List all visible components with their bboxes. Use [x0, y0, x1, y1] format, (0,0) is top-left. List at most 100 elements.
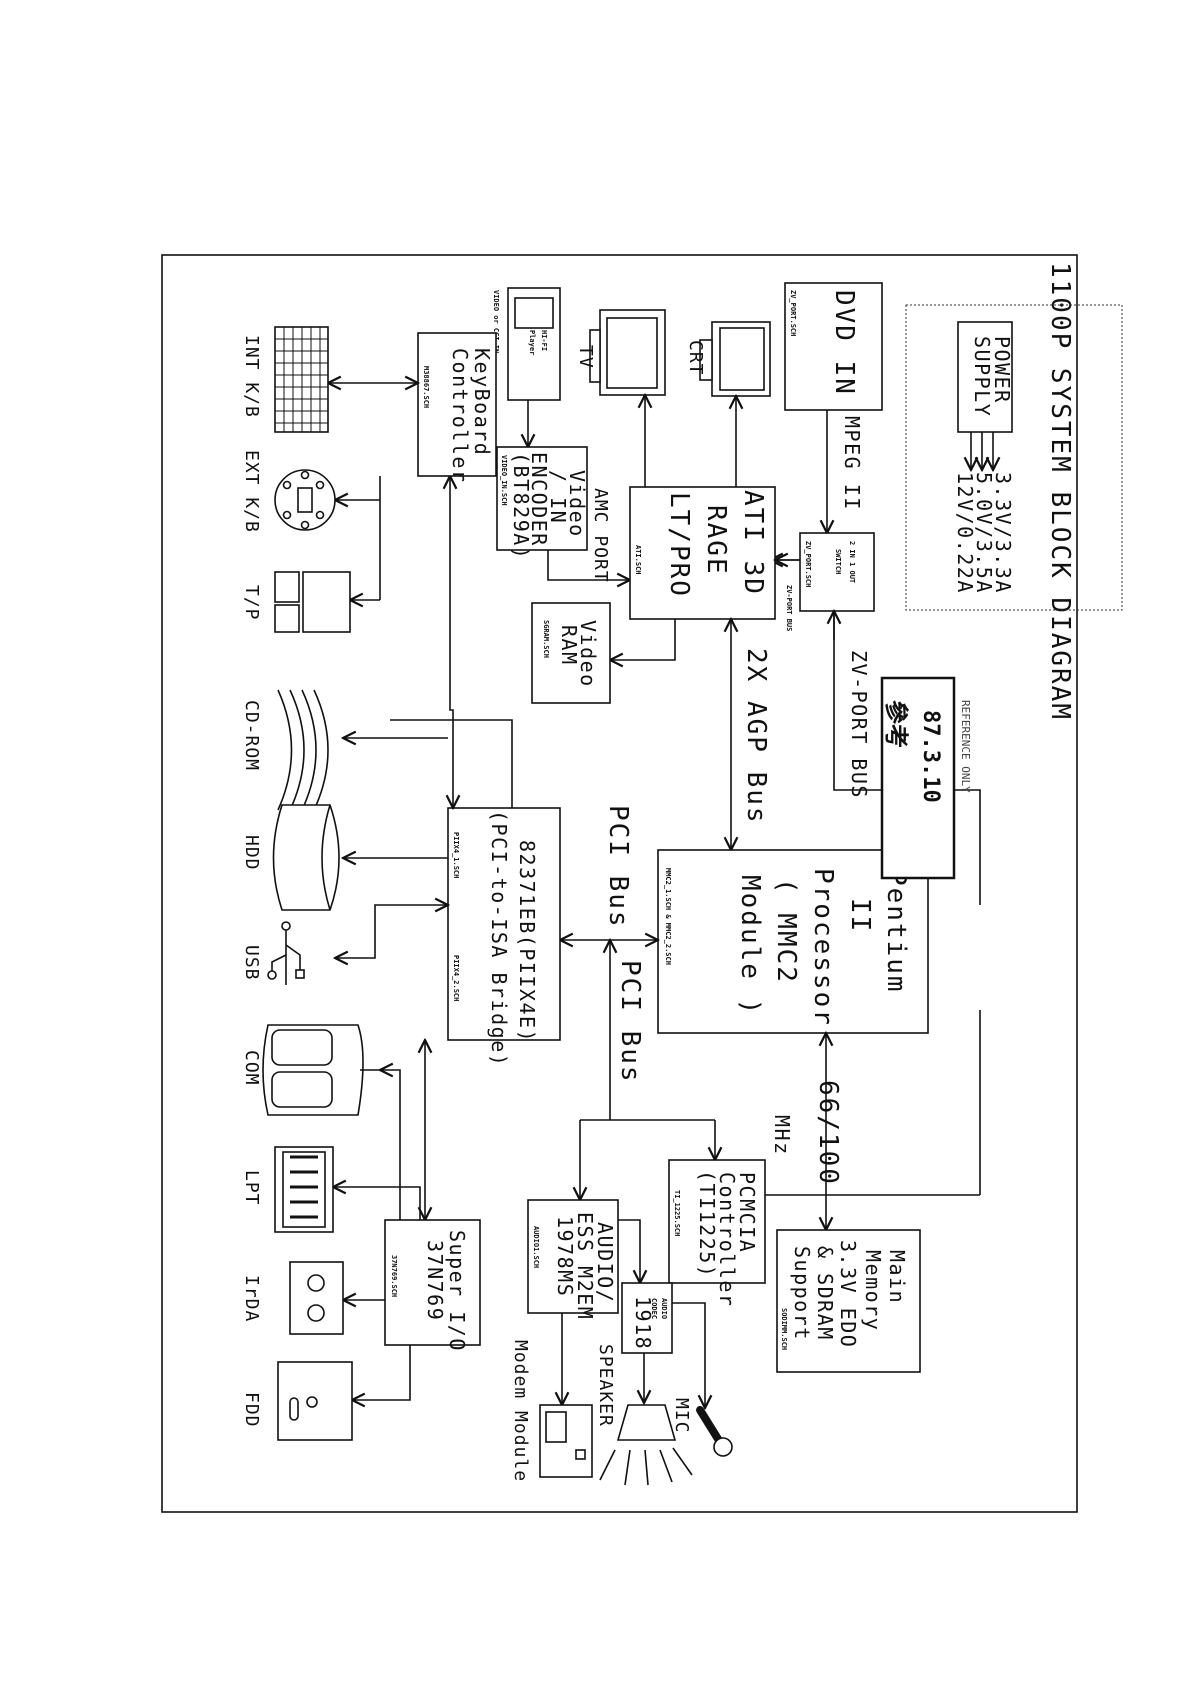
video-in-file-label: VIDEO_IN.SCH — [500, 455, 508, 506]
memory-label-5: Support — [790, 1246, 814, 1341]
piix4e-block: 82371EB(PIIX4E) (PCI-to-ISA Bridge) PIIX… — [335, 476, 561, 1220]
pcmcia-label-2: Controller — [715, 1172, 739, 1307]
pcmcia-file-label: TI_1225.SCH — [673, 1190, 681, 1236]
kbc-file-label: M38867.SCH — [422, 366, 430, 408]
usb-icon: USB — [241, 921, 305, 985]
vram-file-label: SGRAM.SCH — [542, 620, 550, 658]
piix-label-2: (PCI-to-ISA Bridge) — [487, 810, 511, 1067]
host-bus-unit: MHz — [770, 1115, 794, 1156]
cdrom-label: CD-ROM — [241, 700, 262, 771]
pcmcia-label-1: PCMCIA — [735, 1172, 759, 1253]
agp-bus-label: 2X AGP Bus — [741, 648, 771, 825]
internal-keyboard-icon: INT K/B — [241, 326, 329, 433]
switch-label-1: 2 IN 1 OUT — [848, 541, 856, 583]
codec-label-3: 1918 — [631, 1296, 655, 1350]
piix-label-1: 82371EB(PIIX4E) — [515, 840, 539, 1043]
pcmcia-label-3: (TI1225) — [695, 1170, 719, 1278]
hifi-caption: VIDEO or CCI IN — [492, 290, 500, 353]
superio-label-2: 37N769 — [423, 1240, 447, 1321]
ati-label-1: ATI 3D — [738, 490, 768, 596]
speaker-icon: SPEAKER — [595, 1344, 693, 1486]
irda-label: IrDA — [241, 1275, 262, 1322]
ati-label-2: RAGE — [701, 505, 731, 576]
cpu-label-1: Pentium — [881, 870, 911, 994]
codec-label-2: CODEC — [650, 1298, 658, 1319]
cpu-block: Pentium II Processor ( MMC2 Module ) MMC… — [657, 849, 929, 1034]
audio-codec-block: AUDIO CODEC 1918 — [621, 1282, 705, 1408]
superio-file-label: 37N769.SCH — [390, 1255, 398, 1297]
codec-label-1: AUDIO — [660, 1298, 668, 1319]
keyboard-controller-block: KeyBoard Controller M38867.SCH — [328, 332, 497, 600]
switch-file-label: ZV_PORT.SCH — [804, 541, 812, 587]
irda-icon: IrDA — [241, 1261, 344, 1335]
lpt-label: LPT — [241, 1170, 262, 1206]
audio-label-1: AUDIO/ — [593, 1222, 617, 1303]
usb-label: USB — [241, 945, 262, 981]
hifi-label-1: HI-FI — [540, 330, 548, 351]
stamp-text-1: 參考 — [882, 700, 910, 748]
power-label: POWER — [990, 336, 1014, 404]
host-bus-label: 66/100 — [813, 1080, 843, 1186]
cpu-file-label: MMC2_1.SCH & MMC2_2.SCH — [664, 868, 672, 965]
speaker-label: SPEAKER — [595, 1344, 616, 1427]
tp-label: T/P — [241, 585, 262, 621]
lpt-printer-icon: LPT — [241, 1146, 334, 1233]
dvd-in-block: DVD IN ZV_PORT.SCH MPEG II — [784, 282, 883, 533]
cpu-label-4: ( MMC2 — [771, 878, 801, 984]
agp-bus: 2X AGP Bus — [731, 619, 771, 850]
modem-label: Modem Module — [510, 1340, 531, 1482]
pci-bus-label-1: PCI Bus — [603, 805, 633, 929]
memory-label-3: 3.3V EDO — [836, 1240, 860, 1348]
dvd-in-label: DVD IN — [829, 290, 859, 396]
video-in-label-1: Video — [565, 470, 589, 538]
superio-label-1: Super I/O — [445, 1230, 469, 1352]
video-ram-block: Video RAM SGRAM.SCH — [531, 602, 611, 704]
cpu-label-2: II — [845, 898, 875, 933]
stamp-text-3: REFERENCE ONLY — [959, 700, 972, 793]
power-rail-5v: 5.0V/3.5A — [972, 472, 996, 594]
zv-bus-label: ZV-PORT BUS — [847, 650, 871, 799]
cpu-label-5: Module ) — [735, 875, 765, 1016]
power-rail-12v: 12V/0.22A — [953, 472, 977, 594]
zv-bus-small-label: ZV-PORT BUS — [785, 585, 793, 631]
amc-port-label: AMC PORT — [590, 488, 611, 583]
hdd-icon: HDD — [241, 804, 340, 911]
hifi-label-2: Player — [528, 330, 536, 355]
touchpad-icon: T/P — [241, 571, 351, 633]
ati-file-label: ATI.SCH — [634, 545, 642, 575]
memory-label-2: Memory — [861, 1250, 885, 1331]
diagram-frame — [161, 254, 1078, 1513]
host-bus: 66/100 MHz — [760, 1010, 981, 1230]
tv-label: TV — [575, 345, 596, 369]
kbc-label-2: Controller — [448, 348, 472, 483]
pci-bus-label-2: PCI Bus — [615, 960, 645, 1084]
com-label: COM — [241, 1050, 262, 1086]
switch-label-2: SWITCH — [834, 549, 842, 574]
ati-graphics-block: ATI 3D RAGE LT/PRO ATI.SCH — [610, 486, 800, 660]
vram-label-2: RAM — [557, 625, 581, 666]
reference-stamp: 參考 87.3.10 REFERENCE ONLY — [880, 676, 972, 880]
video-in-label-2: / IN — [546, 470, 570, 524]
mpeg-label: MPEG II — [840, 416, 864, 511]
super-io-block: Super I/O 37N769 37N769.SCH — [333, 1070, 481, 1400]
video-in-label-4: (BT829A) — [509, 452, 533, 560]
memory-label-4: & SDRAM — [813, 1246, 837, 1341]
audio-block: AUDIO/ ESS M2EM 1978MS AUDIO1.SCH — [527, 1199, 640, 1405]
modem-module-icon: Modem Module — [510, 1340, 593, 1482]
diagram-title: 1100P SYSTEM BLOCK DIAGRAM — [1045, 262, 1075, 721]
pci-bus: PCI Bus PCI Bus — [560, 805, 715, 1200]
fdd-label: FDD — [241, 1392, 262, 1428]
tv-set: TV — [575, 309, 666, 487]
com-port-icon: COM — [241, 1024, 380, 1116]
crt-monitor: CRT — [685, 321, 771, 487]
mic-label: MIC — [671, 1398, 692, 1434]
hdd-label: HDD — [241, 835, 262, 871]
hifi-player: HI-FI Player VIDEO or CCI IN — [492, 287, 561, 447]
audio-file-label: AUDIO1.SCH — [532, 1226, 540, 1268]
kbc-label-1: KeyBoard — [470, 348, 494, 456]
pcmcia-block: PCMCIA Controller (TI1225) TI_1225.SCH — [668, 1159, 766, 1307]
video-in-label-3: ENCODER — [527, 452, 551, 547]
piix-file-2-label: PIIX4_2.SCH — [452, 955, 460, 1001]
